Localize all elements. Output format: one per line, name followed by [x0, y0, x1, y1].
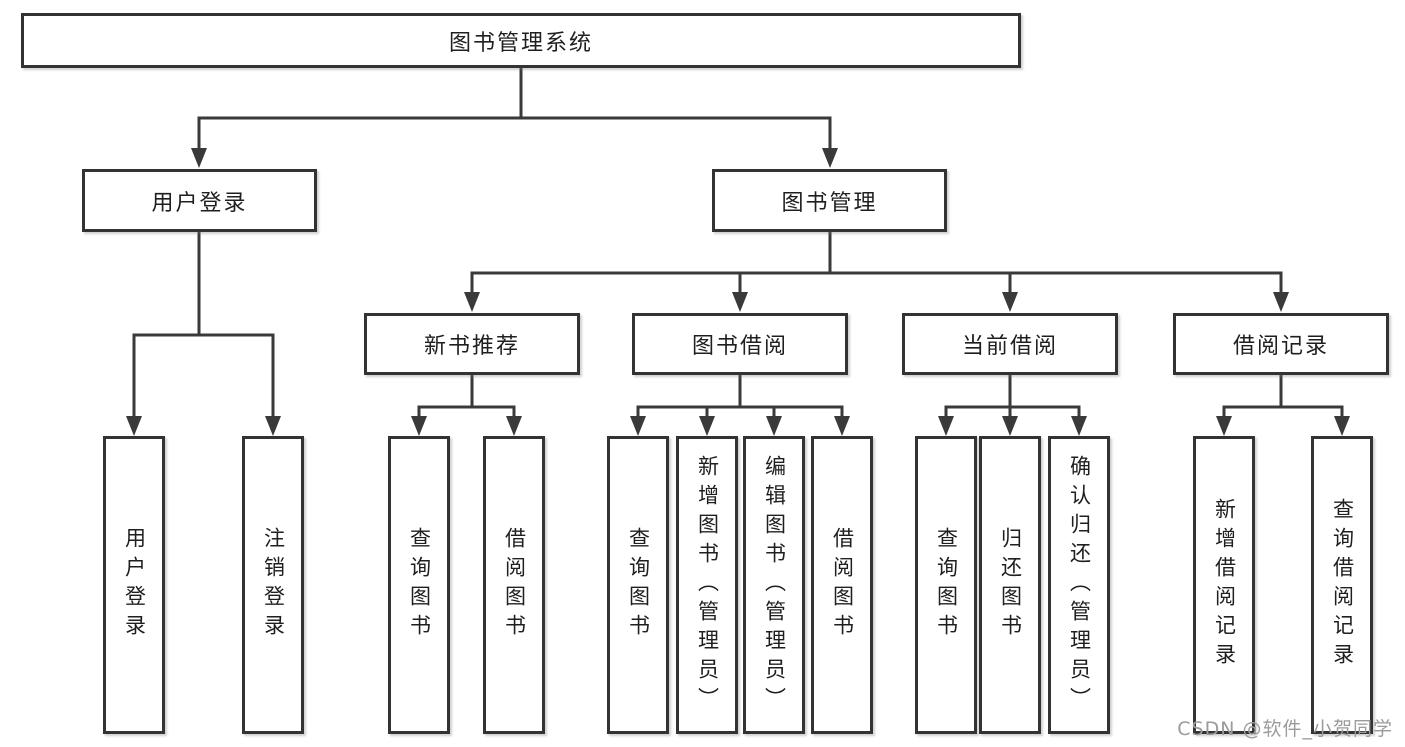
node-label: 图书管理系统 [448, 30, 593, 56]
node-label: 新书推荐 [423, 334, 520, 359]
leaf-label: 借阅图书 [830, 527, 855, 643]
leaf-label: 用户登录 [122, 527, 147, 643]
leaf-label: 编辑图书（管理员） [762, 454, 787, 716]
leaf-add-book-admin: 新增图书（管理员） [676, 436, 738, 734]
leaf-borrow-books-borrowing: 借阅图书 [811, 436, 873, 734]
leaf-add-borrow-record: 新增借阅记录 [1193, 436, 1255, 734]
csdn-watermark: CSDN @软件_小贺同学 [1177, 718, 1393, 740]
node-label: 图书管理 [781, 190, 878, 216]
leaf-label: 查询图书 [407, 527, 432, 643]
node-new-book-recommend: 新书推荐 [364, 313, 580, 375]
leaf-label: 注销登录 [261, 527, 286, 643]
leaf-label: 借阅图书 [502, 527, 527, 643]
node-label: 当前借阅 [961, 334, 1058, 359]
node-book-borrowing: 图书借阅 [632, 313, 848, 375]
leaf-query-books-borrowing: 查询图书 [607, 436, 669, 734]
node-label: 借阅记录 [1232, 334, 1329, 359]
leaf-label: 新增图书（管理员） [695, 454, 720, 716]
node-current-borrowing: 当前借阅 [902, 313, 1118, 375]
leaf-return-book: 归还图书 [979, 436, 1041, 734]
leaf-label: 查询图书 [934, 527, 959, 643]
leaf-query-borrow-record: 查询借阅记录 [1311, 436, 1373, 734]
leaf-logout: 注销登录 [242, 436, 304, 734]
leaf-label: 查询借阅记录 [1330, 498, 1355, 672]
leaf-confirm-return-admin: 确认归还（管理员） [1048, 436, 1110, 734]
leaf-query-books-current: 查询图书 [915, 436, 977, 734]
leaf-label: 确认归还（管理员） [1067, 454, 1092, 716]
leaf-user-login: 用户登录 [103, 436, 165, 734]
leaf-edit-book-admin: 编辑图书（管理员） [743, 436, 805, 734]
leaf-label: 归还图书 [998, 527, 1023, 643]
leaf-label: 查询图书 [626, 527, 651, 643]
node-label: 图书借阅 [691, 334, 788, 359]
node-user-login: 用户登录 [82, 169, 317, 232]
leaf-query-books-recommend: 查询图书 [388, 436, 450, 734]
leaf-borrow-books-recommend: 借阅图书 [483, 436, 545, 734]
node-borrowing-records: 借阅记录 [1173, 313, 1389, 375]
node-label: 用户登录 [151, 190, 248, 216]
leaf-label: 新增借阅记录 [1212, 498, 1237, 672]
node-book-management: 图书管理 [712, 169, 947, 232]
node-root-library-system: 图书管理系统 [21, 13, 1021, 68]
